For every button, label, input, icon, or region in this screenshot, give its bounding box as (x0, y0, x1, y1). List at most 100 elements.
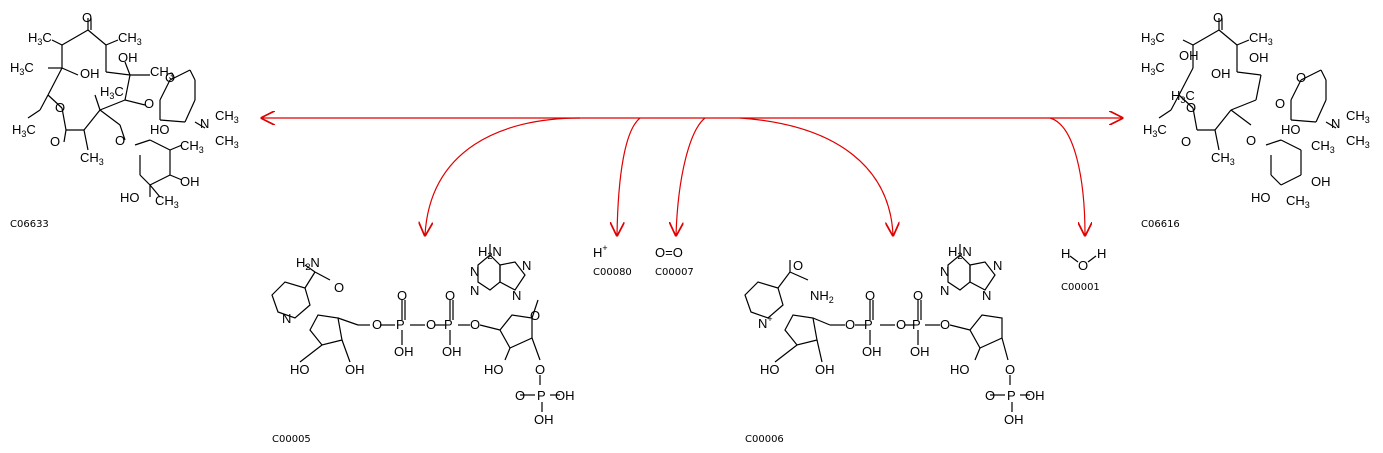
svg-text:N: N (282, 311, 291, 326)
svg-text:N+: N+ (758, 314, 773, 331)
svg-text:OH: OH (534, 412, 554, 427)
svg-text:HO: HO (290, 362, 310, 377)
svg-text:HO: HO (150, 122, 170, 137)
svg-text:OH: OH (180, 174, 200, 189)
svg-text:P: P (912, 317, 921, 332)
svg-text:O: O (793, 258, 803, 273)
svg-text:H3C: H3C (1141, 30, 1165, 47)
arrow-to-c00001 (1049, 117, 1085, 235)
svg-text:H: H (1061, 246, 1070, 261)
svg-text:CH3: CH3 (1346, 133, 1370, 150)
svg-text:O: O (165, 70, 175, 85)
compound-c06633: O H3C CH3 H3C OH OH CH3 O H3C H3C O O O … (10, 10, 239, 230)
svg-text:N: N (470, 264, 479, 279)
c00001-label: C00001 (1061, 282, 1100, 293)
compound-c00006: O NH2 N+ O P O OH O P O OH O H2N N N N N… (744, 244, 1045, 445)
svg-text:H2N: H2N (478, 244, 502, 261)
svg-text:O: O (50, 134, 60, 149)
svg-text:CH3: CH3 (150, 64, 174, 81)
svg-text:O=O: O=O (655, 245, 683, 260)
svg-text:O: O (1213, 10, 1223, 25)
arrow-to-c00007 (676, 117, 706, 235)
svg-text:CH3: CH3 (80, 150, 104, 167)
svg-text:H: H (1097, 246, 1106, 261)
svg-text:N: N (940, 283, 949, 298)
svg-text:CH3: CH3 (118, 30, 142, 47)
svg-text:HO: HO (950, 362, 970, 377)
svg-text:CH3: CH3 (155, 193, 179, 210)
svg-text:CH3: CH3 (1249, 30, 1273, 47)
svg-text:O: O (82, 10, 92, 25)
svg-text:O: O (1246, 133, 1256, 148)
svg-text:O: O (985, 388, 995, 403)
svg-text:O: O (115, 133, 125, 148)
compound-c00080: H+ C00080 (593, 243, 632, 278)
svg-text:OH: OH (442, 344, 462, 359)
svg-text:H2N: H2N (948, 244, 972, 261)
svg-text:OH: OH (118, 50, 138, 65)
svg-text:OH: OH (555, 388, 575, 403)
svg-text:HO: HO (1251, 190, 1271, 205)
svg-text:N: N (200, 116, 209, 131)
svg-text:H3C: H3C (10, 60, 34, 77)
c00005-label: C00005 (272, 434, 311, 445)
svg-text:H3C: H3C (100, 84, 124, 101)
svg-text:O: O (913, 288, 923, 303)
svg-text:P: P (537, 388, 546, 403)
svg-text:OH: OH (910, 344, 930, 359)
svg-text:N: N (522, 258, 531, 273)
svg-text:O: O (896, 317, 906, 332)
arrow-to-c00080 (617, 117, 641, 235)
svg-text:CH3: CH3 (1211, 150, 1235, 167)
svg-text:HO: HO (484, 362, 504, 377)
svg-text:N: N (982, 288, 991, 303)
svg-text:NH2: NH2 (810, 288, 834, 305)
c00007-label: C00007 (655, 267, 694, 278)
svg-text:P: P (864, 317, 873, 332)
svg-text:N: N (993, 258, 1002, 273)
svg-text:O: O (426, 317, 436, 332)
arrow-to-c00005 (425, 117, 581, 235)
svg-text:OH: OH (1311, 174, 1331, 189)
reaction-arrow (262, 118, 1122, 235)
svg-text:HO: HO (760, 362, 780, 377)
svg-text:O: O (845, 317, 855, 332)
svg-text:P: P (444, 317, 453, 332)
compound-c00001: H O H C00001 (1061, 246, 1106, 293)
svg-text:O: O (535, 362, 545, 377)
svg-text:HO: HO (1281, 122, 1301, 137)
svg-text:O: O (372, 317, 382, 332)
svg-text:OH: OH (1211, 66, 1231, 81)
svg-text:O: O (865, 288, 875, 303)
svg-text:CH3: CH3 (1346, 108, 1370, 125)
svg-text:O: O (397, 288, 407, 303)
svg-text:O: O (55, 100, 65, 115)
svg-text:H2N: H2N (296, 255, 320, 272)
svg-text:O: O (515, 388, 525, 403)
svg-text:H3C: H3C (1143, 122, 1167, 139)
svg-text:HO: HO (120, 190, 140, 205)
svg-text:H3C: H3C (1171, 88, 1195, 105)
svg-text:H3C: H3C (1141, 60, 1165, 77)
svg-text:O: O (1296, 70, 1306, 85)
compound-c00007: O=O C00007 (655, 245, 694, 278)
svg-text:O: O (1005, 362, 1015, 377)
svg-text:P: P (396, 317, 405, 332)
svg-text:CH3: CH3 (1311, 138, 1335, 155)
svg-text:H+: H+ (593, 243, 608, 260)
svg-text:H3C: H3C (28, 30, 52, 47)
svg-text:O: O (470, 317, 480, 332)
svg-text:O: O (1186, 100, 1196, 115)
svg-text:OH: OH (345, 362, 365, 377)
svg-text:CH3: CH3 (215, 133, 239, 150)
svg-text:OH: OH (394, 344, 414, 359)
svg-text:O: O (445, 288, 455, 303)
svg-text:OH: OH (1004, 412, 1024, 427)
c00006-label: C00006 (745, 434, 784, 445)
svg-text:CH3: CH3 (1286, 193, 1310, 210)
svg-text:H3C: H3C (12, 122, 36, 139)
compound-c06616: O H3C CH3 H3C OH OH OH O H3C H3C O O O H… (1141, 10, 1370, 230)
svg-text:CH3: CH3 (215, 108, 239, 125)
svg-text:O: O (334, 280, 344, 295)
